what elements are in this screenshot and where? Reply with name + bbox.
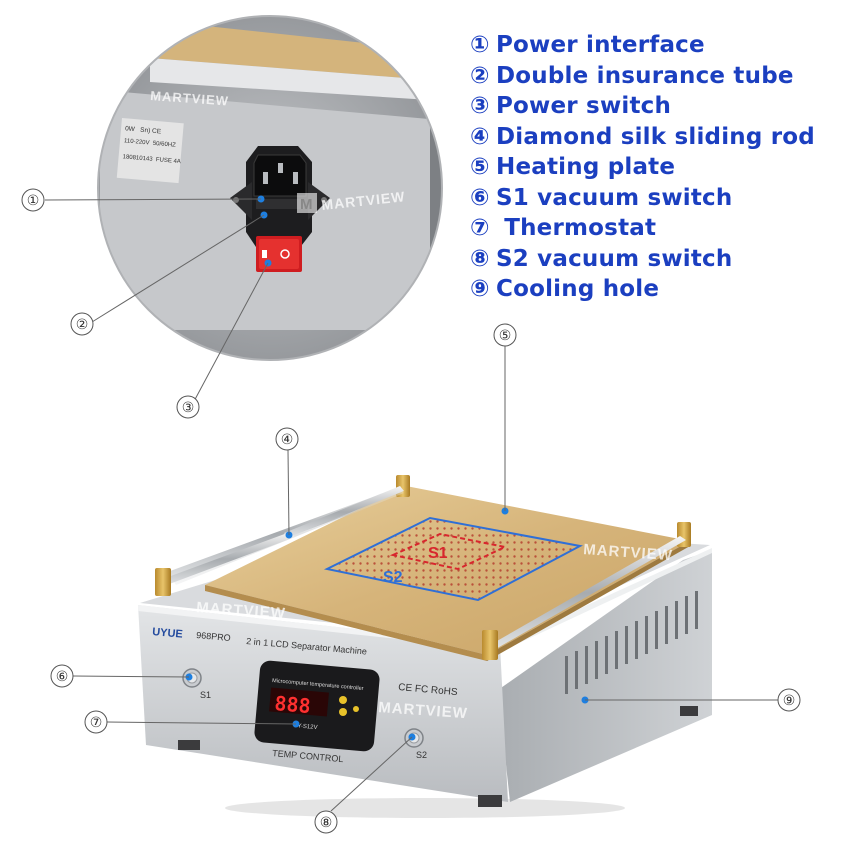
separator-machine: S1 S2 UYUE 968PRO 2 in 1 LCD Separator M… — [138, 475, 712, 818]
callout-badge-4: ④ — [275, 427, 299, 451]
svg-text:MARTVIEW: MARTVIEW — [196, 599, 287, 622]
legend-item: ⑦ Thermostat — [470, 213, 815, 244]
callout-badge-1: ① — [21, 188, 45, 212]
heating-plate: S1 S2 — [205, 486, 690, 661]
svg-text:⑨: ⑨ — [783, 693, 796, 709]
legend-label: Thermostat — [496, 215, 657, 241]
legend-label: Power interface — [496, 32, 705, 58]
svg-text:M: M — [300, 196, 313, 213]
certs-text: CE FC RoHS — [398, 682, 459, 698]
svg-text:MARTVIEW: MARTVIEW — [150, 88, 230, 108]
callout-badge-5: ⑤ — [493, 323, 517, 347]
callout-lines — [44, 198, 778, 812]
temp-display: 888 — [274, 691, 312, 718]
callout-badge-6: ⑥ — [50, 664, 74, 688]
legend-number: ③ — [470, 93, 490, 119]
legend-label: Heating plate — [496, 154, 676, 180]
controller-model: UY-S12V — [293, 723, 318, 731]
legend-number: ⑤ — [470, 154, 490, 180]
svg-text:⑤: ⑤ — [499, 328, 512, 344]
legend-label: Diamond silk sliding rod — [496, 123, 815, 150]
svg-text:MARTVIEW: MARTVIEW — [583, 541, 674, 564]
brand-text: UYUE — [152, 626, 183, 641]
legend-number: ② — [470, 62, 490, 89]
legend-number: ⑥ — [470, 184, 490, 211]
legend-label: Double insurance tube — [496, 62, 794, 89]
callout-badge-2: ② — [70, 312, 94, 336]
legend-label: Power switch — [496, 93, 672, 119]
svg-text:⑦: ⑦ — [90, 715, 103, 731]
zone-s2-label: S2 — [383, 569, 403, 586]
legend-number: ⑨ — [470, 276, 490, 302]
svg-text:⑥: ⑥ — [56, 669, 69, 685]
legend-number: ⑧ — [470, 245, 490, 272]
model-text: 968PRO — [196, 630, 231, 643]
legend-label: Cooling hole — [496, 276, 660, 302]
svg-text:②: ② — [76, 317, 89, 333]
svg-text:180810143 FUSE 4A: 180810143 FUSE 4A — [122, 154, 181, 165]
legend-label: S1 vacuum switch — [496, 184, 733, 211]
thermostat-controller[interactable]: Microcomputer temperature controller 888… — [254, 660, 381, 752]
legend-number: ① — [470, 32, 490, 58]
svg-text:110-220V 50/60HZ: 110-220V 50/60HZ — [124, 138, 177, 149]
svg-text:⑧: ⑧ — [320, 815, 333, 831]
callout-badge-7: ⑦ — [84, 710, 108, 734]
callout-badge-9: ⑨ — [777, 688, 801, 712]
zone-s1-label: S1 — [428, 545, 448, 562]
svg-text:④: ④ — [281, 432, 294, 448]
legend-number: ⑦ — [470, 215, 490, 241]
back-panel-inset: 0W Sn) CE 110-220V 50/60HZ 180810143 FUS… — [97, 15, 443, 361]
svg-text:0W Sn) CE: 0W Sn) CE — [125, 125, 162, 135]
svg-text:③: ③ — [182, 400, 195, 416]
s2-switch-label: S2 — [416, 750, 427, 760]
svg-text:MARTVIEW: MARTVIEW — [378, 699, 469, 722]
s1-switch-label: S1 — [200, 690, 211, 700]
legend-number: ④ — [470, 123, 490, 150]
svg-text:①: ① — [27, 193, 40, 209]
callout-badge-3: ③ — [176, 395, 200, 419]
callout-badge-8: ⑧ — [314, 810, 338, 834]
legend-label: S2 vacuum switch — [496, 245, 733, 272]
